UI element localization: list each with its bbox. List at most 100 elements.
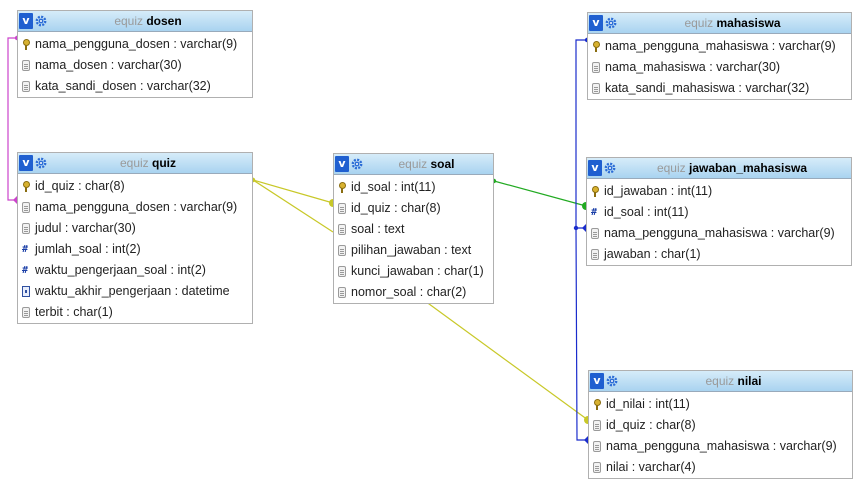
toggle-columns-icon[interactable]: v (588, 160, 602, 176)
column-label: nama_pengguna_dosen : varchar(9) (35, 200, 238, 214)
column-row[interactable]: id_quiz : char(8) (334, 198, 493, 219)
column-label: nilai : varchar(4) (606, 460, 696, 474)
toggle-columns-icon[interactable]: v (335, 156, 349, 172)
text-icon (592, 83, 600, 94)
key-icon (22, 181, 30, 192)
column-row[interactable]: nama_pengguna_dosen : varchar(9) (18, 197, 252, 218)
column-label: nama_pengguna_dosen : varchar(9) (35, 37, 238, 51)
relation-soal-nilai (424, 300, 589, 421)
column-row[interactable]: pilihan_jawaban : text (334, 240, 493, 261)
column-row[interactable]: id_jawaban : int(11) (587, 181, 851, 202)
column-label: waktu_pengerjaan_soal : int(2) (35, 263, 206, 277)
column-row[interactable]: terbit : char(1) (18, 302, 252, 323)
toggle-columns-icon[interactable]: v (590, 373, 604, 389)
column-row[interactable]: kunci_jawaban : char(1) (334, 261, 493, 282)
gear-icon[interactable] (35, 15, 47, 27)
table-name: jawaban_mahasiswa (688, 161, 808, 175)
key-icon (591, 186, 599, 197)
column-label: jawaban : char(1) (604, 247, 701, 261)
table-title: equiz soal (334, 154, 493, 174)
column-row[interactable]: #waktu_pengerjaan_soal : int(2) (18, 260, 252, 281)
table-title: equiz quiz (18, 153, 252, 173)
text-icon (22, 223, 30, 234)
column-row[interactable]: nilai : varchar(4) (589, 457, 852, 478)
column-row[interactable]: id_quiz : char(8) (589, 415, 852, 436)
text-icon (22, 307, 30, 318)
toggle-columns-icon[interactable]: v (19, 13, 33, 29)
gear-icon[interactable] (351, 158, 363, 170)
table-title: equiz dosen (18, 11, 252, 31)
column-row[interactable]: id_quiz : char(8) (18, 176, 252, 197)
column-list: id_nilai : int(11)id_quiz : char(8)nama_… (589, 392, 852, 478)
column-row[interactable]: id_soal : int(11) (334, 177, 493, 198)
column-list: nama_pengguna_mahasiswa : varchar(9) nama… (588, 34, 851, 99)
column-label: id_quiz : char(8) (351, 201, 441, 215)
toggle-columns-icon[interactable]: v (19, 155, 33, 171)
key-icon (593, 399, 601, 410)
table-name: nilai (737, 374, 762, 388)
text-icon (593, 462, 601, 473)
column-row[interactable]: kata_sandi_dosen : varchar(32) (18, 76, 252, 97)
column-list: id_soal : int(11) id_quiz : char(8) soal :… (334, 175, 493, 303)
column-label: nama_dosen : varchar(30) (35, 58, 182, 72)
toggle-columns-icon[interactable]: v (589, 15, 603, 31)
column-label: id_jawaban : int(11) (604, 184, 713, 198)
text-icon (338, 266, 346, 277)
column-row[interactable]: nama_pengguna_mahasiswa : varchar(9) (589, 436, 852, 457)
column-row[interactable]: nama_dosen : varchar(30) (18, 55, 252, 76)
column-label: id_soal : int(11) (604, 205, 689, 219)
table-title: equiz mahasiswa (588, 13, 851, 33)
key-icon (592, 41, 600, 52)
column-row[interactable]: waktu_akhir_pengerjaan : datetime (18, 281, 252, 302)
gear-icon[interactable] (606, 375, 618, 387)
gear-icon[interactable] (605, 17, 617, 29)
column-label: kata_sandi_mahasiswa : varchar(32) (605, 81, 810, 95)
table-title: equiz jawaban_mahasiswa (587, 158, 851, 178)
text-icon (592, 62, 600, 73)
text-icon (338, 287, 346, 298)
column-row[interactable]: #id_soal : int(11) (587, 202, 851, 223)
column-row[interactable]: nama_mahasiswa : varchar(30) (588, 57, 851, 78)
key-icon (338, 182, 346, 193)
database-name: equiz (119, 156, 149, 170)
column-row[interactable]: judul : varchar(30) (18, 218, 252, 239)
column-row[interactable]: kata_sandi_mahasiswa : varchar(32) (588, 78, 851, 99)
column-row[interactable]: nomor_soal : char(2) (334, 282, 493, 303)
column-label: nama_pengguna_mahasiswa : varchar(9) (605, 39, 836, 53)
relation-mahasiswa-jawaban (575, 39, 587, 229)
column-label: kata_sandi_dosen : varchar(32) (35, 79, 211, 93)
text-icon (591, 249, 599, 260)
relation-dosen-quiz (7, 37, 17, 201)
column-list: id_jawaban : int(11) #id_soal : int(11)na… (587, 179, 851, 265)
relation-end-marker (582, 224, 587, 232)
relation-quiz-soal-2 (252, 179, 334, 233)
gear-icon[interactable] (35, 157, 47, 169)
relation-end-marker (584, 436, 589, 444)
column-row[interactable]: nama_pengguna_mahasiswa : varchar(9) (588, 36, 851, 57)
column-row[interactable]: nama_pengguna_mahasiswa : varchar(9) (587, 223, 851, 244)
text-icon (22, 202, 30, 213)
column-row[interactable]: #jumlah_soal : int(2) (18, 239, 252, 260)
relation-end-marker (329, 199, 333, 207)
column-row[interactable]: jawaban : char(1) (587, 244, 851, 265)
column-row[interactable]: soal : text (334, 219, 493, 240)
number-icon: # (22, 244, 29, 255)
text-icon (338, 224, 346, 235)
column-row[interactable]: nama_pengguna_dosen : varchar(9) (18, 34, 252, 55)
column-label: soal : text (351, 222, 405, 236)
column-row[interactable]: id_nilai : int(11) (589, 394, 852, 415)
gear-icon[interactable] (604, 162, 616, 174)
relation-start-dot (573, 225, 579, 231)
